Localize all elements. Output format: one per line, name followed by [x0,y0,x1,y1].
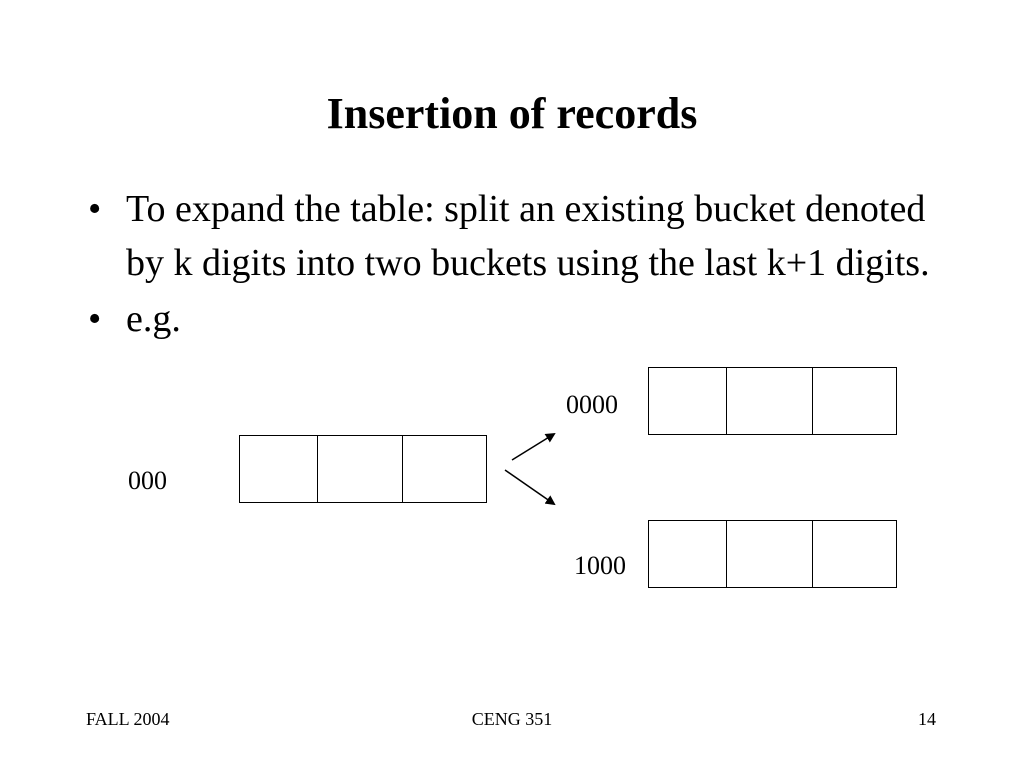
bullet-text: To expand the table: split an existing b… [126,188,930,284]
split-arrows [504,432,556,506]
target-bucket [648,520,897,588]
source-bucket-label: 000 [128,466,167,495]
bucket-cell [240,436,317,502]
arrow-up-icon [511,432,556,461]
bucket-cell [317,436,402,502]
footer-course: CENG 351 [471,709,553,729]
bullet-item: • e.g. [88,292,968,346]
bucket-cell [812,521,896,587]
bullet-dot: • [88,298,102,340]
bullet-list: • To expand the table: split an existing… [88,182,968,348]
bucket-cell [402,436,486,502]
target-bucket-label: 1000 [574,551,626,580]
bullet-text: e.g. [126,298,181,340]
bucket-cell [649,521,726,587]
bucket-cell [812,368,896,434]
bucket-cell [726,368,812,434]
target-bucket [648,367,897,435]
bullet-dot: • [88,188,102,230]
slide-number: 14 [918,709,936,729]
arrow-down-icon [504,469,556,506]
target-bucket-label: 0000 [566,390,618,419]
footer-term: FALL 2004 [86,709,170,729]
bucket-cell [726,521,812,587]
slide-title: Insertion of records [326,89,698,138]
bucket-cell [649,368,726,434]
source-bucket [239,435,487,503]
bullet-item: • To expand the table: split an existing… [88,182,968,290]
